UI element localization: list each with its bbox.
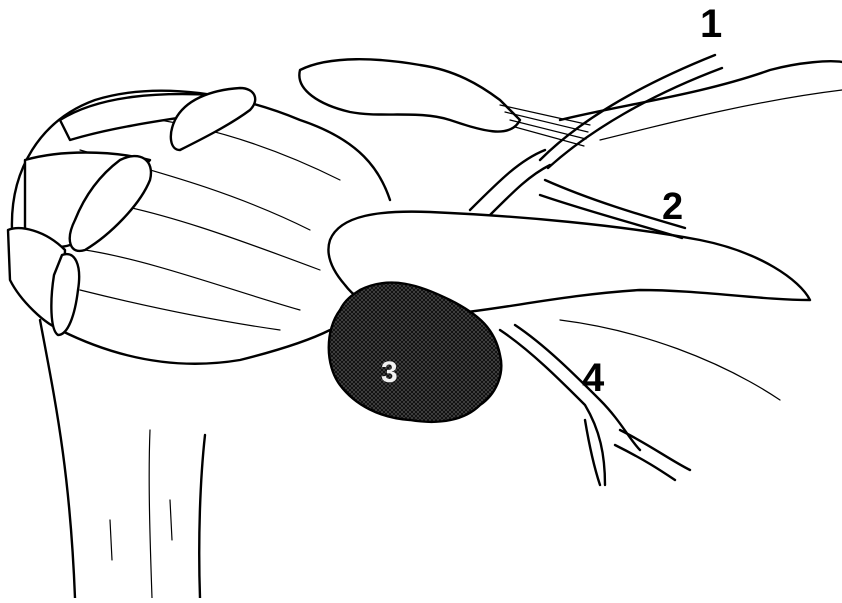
coracoid-process — [299, 59, 590, 146]
label-3: 3 — [381, 356, 398, 390]
tendon-stumps — [8, 88, 255, 335]
humerus-shaft — [40, 320, 205, 598]
label-1: 1 — [700, 2, 722, 47]
label-4: 4 — [582, 356, 604, 401]
label-2: 2 — [662, 186, 683, 229]
